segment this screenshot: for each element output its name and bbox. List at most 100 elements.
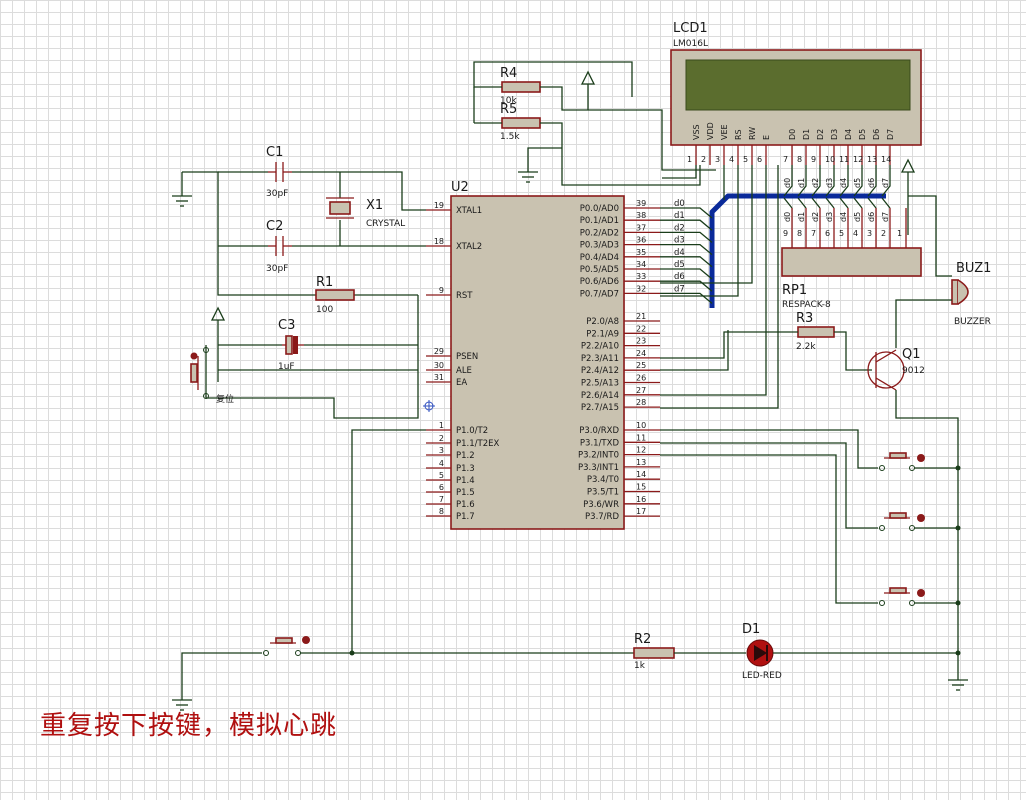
u2-pin-name: P2.5/A13	[581, 379, 619, 389]
c1-value: 30pF	[266, 189, 288, 199]
bus-entry	[797, 165, 807, 197]
bus-entry	[867, 165, 877, 197]
u2-pin-name: PSEN	[456, 352, 478, 362]
wire-gnd-bottom	[181, 652, 262, 700]
q1-ref: Q1	[902, 347, 921, 362]
r5-value: 1.5k	[500, 132, 520, 142]
bus-entry	[783, 197, 793, 209]
u2-pin-name: P2.3/A11	[581, 354, 619, 364]
wire-p23-r3	[660, 331, 798, 359]
push-button-2[interactable]	[879, 512, 926, 531]
u2-pin-name: P2.4/A12	[581, 366, 619, 376]
push-button-1[interactable]	[879, 452, 926, 471]
u2-pin-name: P1.7	[456, 512, 475, 522]
p0-net-label: d4	[674, 248, 685, 258]
lcd-pin-name: RW	[748, 127, 757, 140]
rp1-pin-number: 2	[881, 229, 886, 238]
wire-buz-q1	[895, 299, 952, 348]
u2-pin-number: 36	[636, 236, 646, 245]
lcd-pin-group: VSS1VDD2VEE3RS4RW5E6D07d0D18d1D29d2D310d…	[662, 122, 895, 188]
wire-vss	[662, 165, 697, 179]
lcd-pin-number: 8	[797, 155, 802, 164]
c3-ref: C3	[278, 318, 295, 333]
u2-pin-number: 30	[434, 361, 444, 370]
lcd-pin-number: 9	[811, 155, 816, 164]
p0-net-label: d3	[674, 236, 685, 246]
bus-entry	[839, 197, 849, 209]
ground-symbol-bottom-left	[172, 699, 192, 711]
resistor-r4: R4 10k	[500, 66, 541, 106]
u2-pin-name: P3.5/T1	[587, 488, 619, 498]
u2-pin-number: 33	[636, 272, 646, 281]
rp1-net-label: d6	[867, 212, 876, 222]
u2-pin-number: 19	[434, 201, 444, 210]
u2-pin-number: 8	[439, 507, 444, 516]
u2-pin-name: EA	[456, 378, 467, 388]
u2-pin-name: P3.3/INT1	[578, 463, 619, 473]
bus-entry	[660, 268, 713, 280]
u2-pin-number: 39	[636, 199, 646, 208]
u2-pin-number: 5	[439, 471, 444, 480]
wire-rst-loop	[182, 171, 418, 296]
r4-ref: R4	[500, 66, 517, 81]
push-button-heartbeat[interactable]	[263, 636, 311, 656]
u2-pin-number: 11	[636, 433, 646, 442]
lcd-net-label: d7	[881, 178, 890, 188]
u2-pin-name: P0.7/AD7	[580, 289, 619, 299]
wire-q1-gnd	[895, 390, 959, 660]
c3-value: 1uF	[278, 362, 295, 372]
u2-pin-number: 26	[636, 374, 646, 383]
wire-p24	[660, 330, 729, 371]
junction-p10	[349, 650, 355, 656]
u2-pin-number: 10	[636, 421, 646, 430]
u2-pin-number: 22	[636, 324, 646, 333]
u2-pin-number: 16	[636, 495, 646, 504]
u2-pin-name: RST	[456, 291, 473, 301]
resistor-r5: R5 1.5k	[500, 102, 541, 142]
lcd-net-label: d1	[797, 178, 806, 188]
u2-pin-name: P2.7/A15	[581, 403, 619, 413]
bus-entries-p0	[660, 207, 713, 304]
resistor-r3: R3 2.2k	[796, 311, 835, 352]
bus-entry	[811, 165, 821, 197]
lcd-pin-name: D6	[872, 129, 881, 140]
ground-symbol-left	[172, 172, 192, 207]
lcd-pin-number: 6	[757, 155, 762, 164]
u2-pin-number: 18	[434, 237, 444, 246]
u2-pin-name: P3.2/INT0	[578, 451, 619, 461]
u2-pin-name: P1.5	[456, 488, 475, 498]
lcd-net-label: d4	[839, 178, 848, 188]
lcd-net-label: d6	[867, 178, 876, 188]
bus-entry	[825, 197, 835, 209]
u2-pin-name: P2.2/A10	[581, 342, 619, 352]
lcd-pin-name: D4	[844, 129, 853, 140]
wire-e	[660, 165, 767, 396]
lcd-net-label: d2	[811, 178, 820, 188]
lcd-value: LM016L	[673, 39, 708, 49]
lcd-pin-number: 14	[881, 155, 891, 164]
rp1-pin-number: 3	[867, 229, 872, 238]
reset-button[interactable]: 复位	[190, 347, 235, 406]
buz1-ref: BUZ1	[956, 261, 991, 276]
lcd-pin-number: 12	[853, 155, 863, 164]
rp1-pin-number: 1	[897, 229, 902, 238]
lcd-pin-number: 4	[729, 155, 734, 164]
u2-pin-name: P1.0/T2	[456, 426, 488, 436]
bus-entries-lcd	[783, 165, 891, 209]
u2-pin-number: 13	[636, 458, 646, 467]
u2-pin-name: P1.2	[456, 451, 475, 461]
u2-pin-number: 1	[439, 421, 444, 430]
u2-pin-name: P3.6/WR	[583, 500, 619, 510]
push-button-3[interactable]	[879, 587, 926, 606]
u2-pin-number: 23	[636, 337, 646, 346]
bus-entry	[881, 165, 891, 197]
u2-pin-number: 38	[636, 211, 646, 220]
p0-net-label: d7	[674, 284, 685, 294]
lcd-pin-number: 13	[867, 155, 877, 164]
u2-pin-number: 6	[439, 483, 444, 492]
rp1-value: RESPACK-8	[782, 300, 831, 310]
lcd-pin-name: D2	[816, 129, 825, 140]
x1-value: CRYSTAL	[366, 219, 405, 229]
